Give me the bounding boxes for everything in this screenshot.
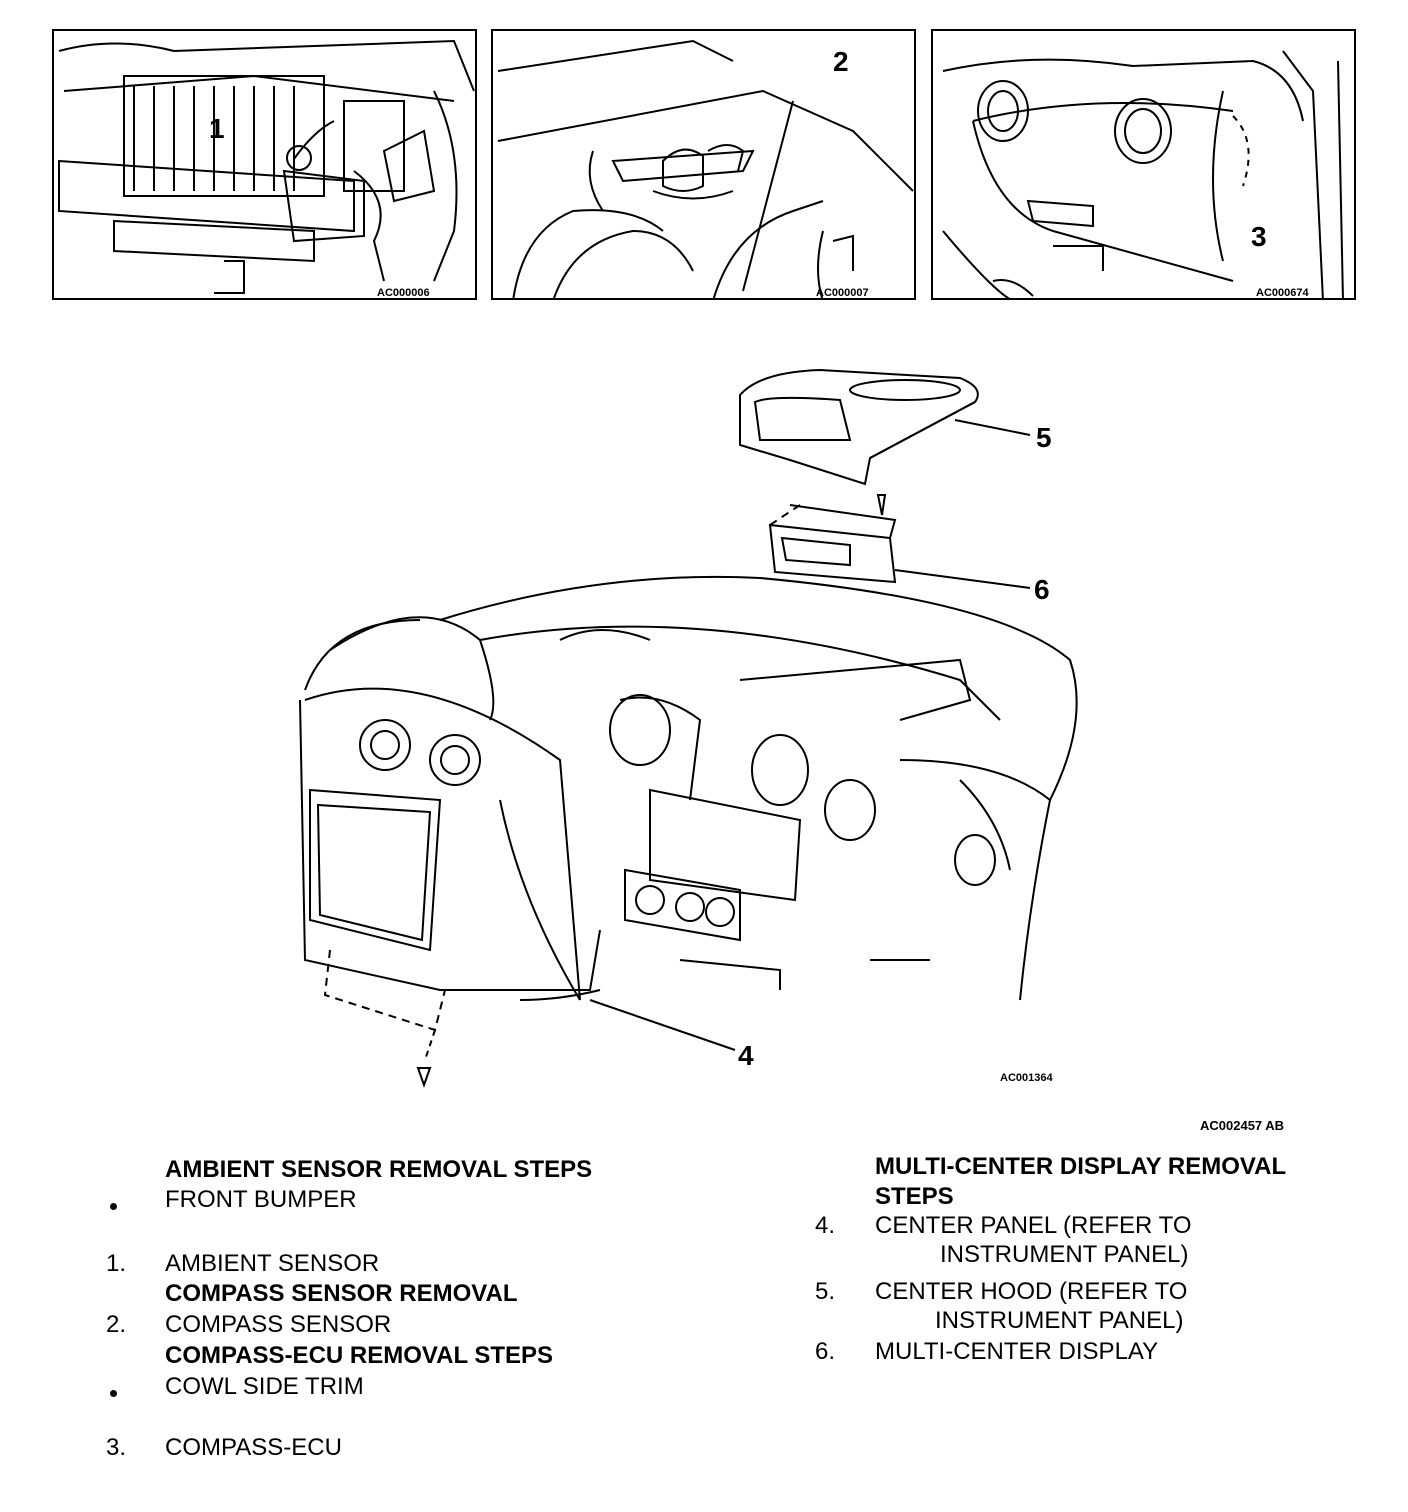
item-4-number: 4.: [815, 1212, 836, 1239]
item-3-label: COMPASS-ECU: [165, 1434, 342, 1461]
item-2-label: COMPASS SENSOR: [165, 1311, 392, 1338]
callout-6: 6: [1034, 574, 1050, 605]
item-4-line2: INSTRUMENT PANEL): [940, 1241, 1189, 1268]
compass-sensor-illustration: [497, 39, 914, 298]
item-5-number: 5.: [815, 1278, 836, 1305]
panel-compass-ecu: 3 AC000674: [931, 29, 1356, 300]
panel-code-2: AC000007: [816, 287, 869, 299]
front-bumper-label: FRONT BUMPER: [165, 1186, 357, 1213]
screw-bottom: [416, 1067, 432, 1089]
compass-ecu-illustration: [942, 50, 1344, 298]
mount-guide: [323, 949, 446, 1032]
screw-guide: [424, 1029, 436, 1061]
item-5-line2: INSTRUMENT PANEL): [935, 1307, 1184, 1334]
main-figure-code: AC001364: [1000, 1072, 1053, 1084]
leader-4: [589, 999, 736, 1051]
leader-6: [894, 569, 1031, 589]
screw-top: [876, 494, 887, 516]
item-1-number: 1.: [106, 1250, 127, 1277]
center-hood-part: [739, 368, 979, 486]
dashboard-outline: [299, 575, 1078, 1001]
item-1-label: AMBIENT SENSOR: [165, 1250, 380, 1277]
item-2-number: 2.: [106, 1311, 127, 1338]
callout-5: 5: [1036, 422, 1052, 453]
callout-2: 2: [833, 46, 849, 77]
leader-5: [954, 419, 1031, 436]
ecu-heading: COMPASS-ECU REMOVAL STEPS: [165, 1342, 554, 1369]
bullet-cowl-trim: [110, 1390, 117, 1397]
callout-4: 4: [738, 1040, 754, 1071]
item-4-line1: CENTER PANEL (REFER TO: [875, 1212, 1192, 1239]
panel-ambient-sensor: 1 AC000006: [52, 29, 477, 300]
panel-code-3: AC000674: [1256, 287, 1309, 299]
cowl-trim-label: COWL SIDE TRIM: [165, 1373, 364, 1400]
figure-reference: AC002457 AB: [1200, 1118, 1285, 1133]
ambient-heading: AMBIENT SENSOR REMOVAL STEPS: [165, 1156, 593, 1183]
instrument-panel-exploded-view: [299, 368, 1078, 1089]
callout-3: 3: [1251, 221, 1267, 252]
callout-1: 1: [209, 113, 225, 144]
bullet-front-bumper: [110, 1203, 117, 1210]
panel-compass-sensor: 2 AC000007: [491, 29, 916, 300]
right-heading-line1: MULTI-CENTER DISPLAY REMOVAL: [875, 1153, 1287, 1180]
multi-center-display-part: [768, 504, 897, 584]
ambient-sensor-illustration: [58, 39, 475, 294]
item-6-label: MULTI-CENTER DISPLAY: [875, 1338, 1159, 1365]
item-6-number: 6.: [815, 1338, 836, 1365]
right-heading-line2: STEPS: [875, 1183, 954, 1210]
compass-heading: COMPASS SENSOR REMOVAL: [165, 1280, 518, 1307]
panel-code-1: AC000006: [377, 287, 430, 299]
item-5-line1: CENTER HOOD (REFER TO: [875, 1278, 1188, 1305]
item-3-number: 3.: [106, 1434, 127, 1461]
